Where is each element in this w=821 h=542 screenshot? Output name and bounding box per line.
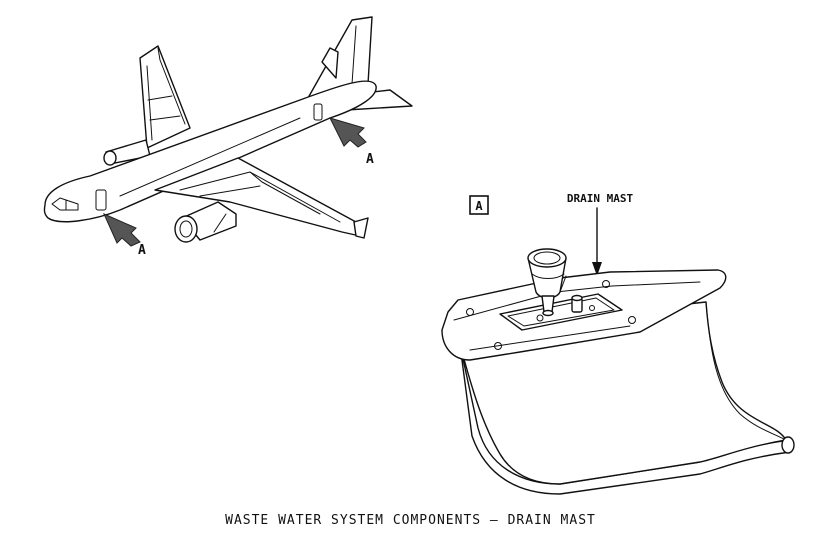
drain-mast-label: DRAIN MAST xyxy=(567,192,634,205)
arrow-icon xyxy=(329,117,367,148)
leader-arrowhead xyxy=(592,262,602,276)
arrow-rear-label: A xyxy=(366,152,374,167)
drain-mast-icon xyxy=(441,248,795,495)
airplane-icon xyxy=(43,16,413,243)
view-a-label: A xyxy=(475,199,483,213)
arrow-front-label: A xyxy=(138,243,146,258)
view-a-box xyxy=(469,195,489,215)
arrow-icon xyxy=(103,213,141,247)
diagram-caption: WASTE WATER SYSTEM COMPONENTS – DRAIN MA… xyxy=(225,513,596,528)
